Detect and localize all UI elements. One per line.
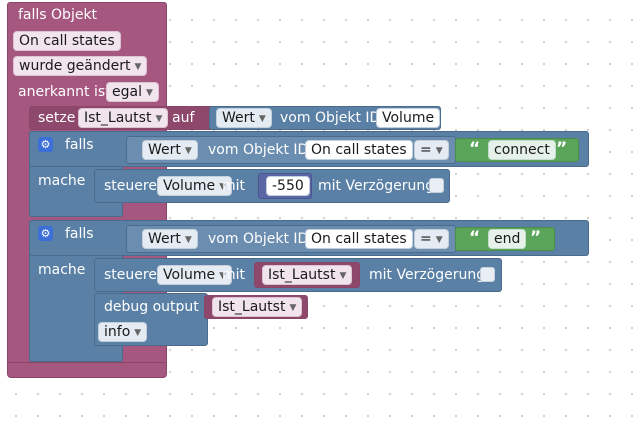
set-variable-value: Ist_Lautst <box>84 110 152 126</box>
debug-label: debug output <box>104 299 199 315</box>
dropdown-arrow-icon: ▼ <box>258 114 266 124</box>
debug-variable-value: Ist_Lautst <box>218 299 286 315</box>
dropdown-arrow-icon: ▼ <box>184 146 192 156</box>
if1-cond-label: vom Objekt ID <box>208 142 309 158</box>
dropdown-arrow-icon: ▼ <box>219 182 226 192</box>
trigger-ack-value: egal <box>112 84 142 100</box>
trigger-ack-dropdown[interactable]: egal▼ <box>106 82 159 102</box>
if1-control-object-value: Volume <box>163 178 216 194</box>
if2-operator-value: = <box>420 231 432 247</box>
set-label: setze <box>38 110 76 126</box>
if1-number-value: -550 <box>272 178 304 194</box>
gear-icon[interactable]: ⚙ <box>38 137 53 152</box>
open-quote-icon: “ <box>469 139 481 159</box>
if2-control-label: steuere <box>104 267 157 283</box>
trigger-event-value: wurde geändert <box>19 58 131 74</box>
if2-string-value: end <box>494 231 521 247</box>
if2-variable-dropdown[interactable]: Ist_Lautst▼ <box>262 265 353 285</box>
dropdown-arrow-icon: ▼ <box>145 88 153 98</box>
if1-attr-value: Wert <box>148 142 181 158</box>
trigger-event-dropdown[interactable]: wurde geändert▼ <box>13 56 148 76</box>
if1-falls-label: falls <box>65 137 94 153</box>
value-object-field[interactable]: Volume <box>376 108 441 128</box>
set-to-label: auf <box>172 110 195 126</box>
dropdown-arrow-icon: ▼ <box>435 146 443 156</box>
if2-cond-label: vom Objekt ID <box>208 231 309 247</box>
if2-object-value: On call states <box>311 231 407 247</box>
if2-with-label: mit <box>222 267 246 283</box>
trigger-bottom-bar <box>7 362 167 378</box>
if2-mache-label: mache <box>38 262 86 278</box>
open-quote-icon: “ <box>469 228 481 248</box>
if1-operator-dropdown[interactable]: =▼ <box>414 140 449 160</box>
if1-operator-value: = <box>420 142 432 158</box>
if2-object-field[interactable]: On call states <box>305 229 413 249</box>
if1-string-field[interactable]: connect <box>488 140 556 160</box>
if2-string-field[interactable]: end <box>488 229 527 249</box>
trigger-object-field[interactable]: On call states <box>13 31 121 51</box>
if1-number-field[interactable]: -550 <box>266 176 310 196</box>
if2-falls-label: falls <box>65 226 94 242</box>
trigger-object-value: On call states <box>19 33 115 49</box>
if2-operator-dropdown[interactable]: =▼ <box>414 229 449 249</box>
debug-level-dropdown[interactable]: info▼ <box>98 322 148 342</box>
if1-with-label: mit <box>222 178 246 194</box>
if2-attr-dropdown[interactable]: Wert▼ <box>142 229 198 249</box>
if1-control-object-dropdown[interactable]: Volume▼ <box>157 176 232 196</box>
dropdown-arrow-icon: ▼ <box>435 235 443 245</box>
if1-mache-label: mache <box>38 173 86 189</box>
value-attr-value: Wert <box>222 110 255 126</box>
dropdown-arrow-icon: ▼ <box>184 235 192 245</box>
if1-string-value: connect <box>494 142 550 158</box>
gear-icon[interactable]: ⚙ <box>38 226 53 241</box>
trigger-title: falls Objekt <box>18 7 98 23</box>
dropdown-arrow-icon: ▼ <box>219 271 226 281</box>
dropdown-arrow-icon: ▼ <box>134 62 142 72</box>
if2-control-object-value: Volume <box>163 267 216 283</box>
if1-object-value: On call states <box>311 142 407 158</box>
if2-variable-value: Ist_Lautst <box>268 267 336 283</box>
debug-level-value: info <box>104 324 131 340</box>
set-variable-dropdown[interactable]: Ist_Lautst▼ <box>78 108 169 128</box>
trigger-ack-label: anerkannt ist <box>18 84 111 100</box>
value-object-label: vom Objekt ID <box>280 110 381 126</box>
if2-attr-value: Wert <box>148 231 181 247</box>
close-quote-icon: ” <box>556 139 568 159</box>
if1-attr-dropdown[interactable]: Wert▼ <box>142 140 198 160</box>
if1-object-field[interactable]: On call states <box>305 140 413 160</box>
dropdown-arrow-icon: ▼ <box>339 271 347 281</box>
if1-delay-checkbox[interactable] <box>429 178 444 193</box>
close-quote-icon: ” <box>530 228 542 248</box>
if2-control-object-dropdown[interactable]: Volume▼ <box>157 265 232 285</box>
dropdown-arrow-icon: ▼ <box>155 114 163 124</box>
if1-delay-label: mit Verzögerung <box>318 178 435 194</box>
if2-delay-checkbox[interactable] <box>480 267 495 282</box>
if2-delay-label: mit Verzögerung <box>369 267 486 283</box>
dropdown-arrow-icon: ▼ <box>134 328 142 338</box>
if1-control-label: steuere <box>104 178 157 194</box>
dropdown-arrow-icon: ▼ <box>289 303 297 313</box>
value-object-value: Volume <box>382 110 435 126</box>
debug-variable-dropdown[interactable]: Ist_Lautst▼ <box>212 297 303 317</box>
value-attr-dropdown[interactable]: Wert▼ <box>216 108 272 128</box>
